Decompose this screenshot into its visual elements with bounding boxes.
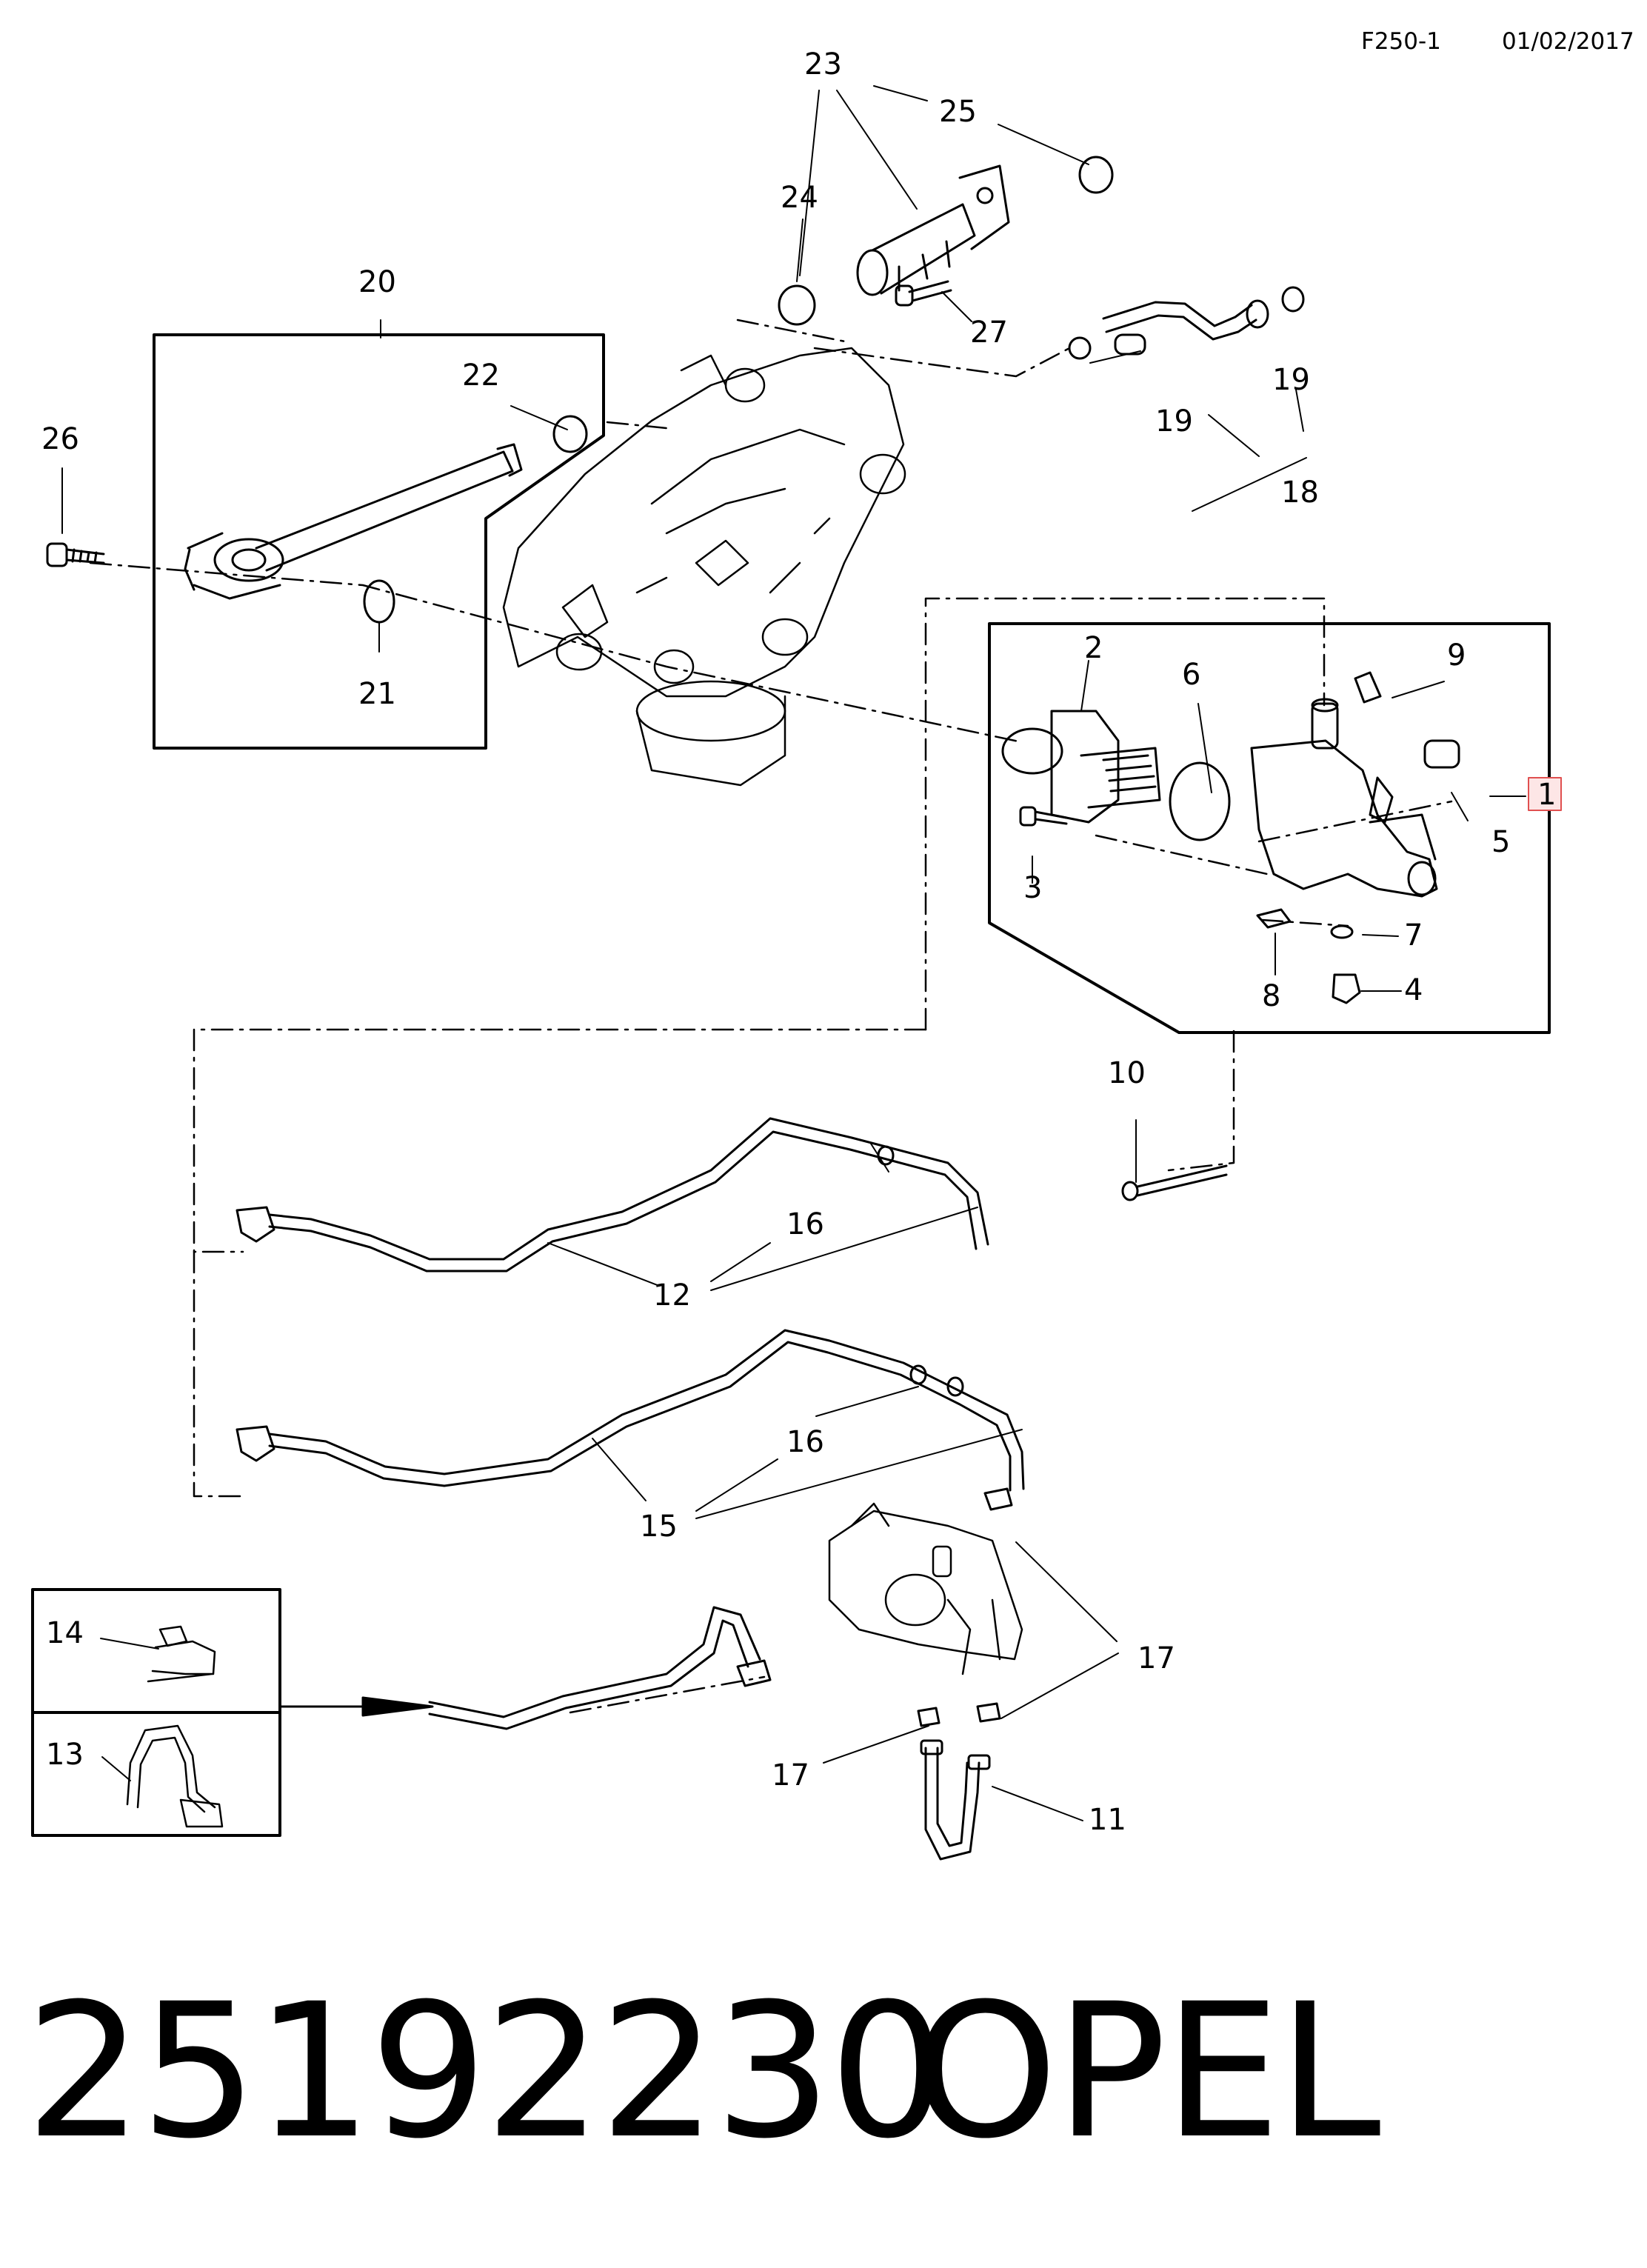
coolant-pipe-23 xyxy=(856,164,1010,296)
bolt-3 xyxy=(1019,806,1068,827)
bolt-27 xyxy=(895,280,952,307)
clip-17-c xyxy=(917,1707,941,1727)
brand-name: OPEL xyxy=(912,1964,1381,2179)
hose-18 xyxy=(1102,299,1269,356)
engine-housing xyxy=(502,347,906,787)
thermostat-housing xyxy=(1250,698,1438,898)
o-ring-22 xyxy=(552,415,588,453)
hose-12 xyxy=(235,1117,989,1273)
callout-22: 22 xyxy=(462,358,500,393)
callout-9: 9 xyxy=(1447,638,1466,673)
hose-13-main xyxy=(428,1606,772,1730)
callout-1-box xyxy=(1528,777,1562,811)
hose-11 xyxy=(920,1739,991,1861)
group-box-20 xyxy=(153,333,605,750)
inset-part-13 xyxy=(126,1724,224,1828)
callout-14: 14 xyxy=(46,1616,84,1650)
callout-23: 23 xyxy=(804,47,842,81)
gasket-8 xyxy=(1256,908,1292,929)
callout-15: 15 xyxy=(640,1510,678,1544)
callout-17b: 17 xyxy=(772,1758,809,1792)
callout-1: 1 xyxy=(1537,778,1556,812)
washer-7 xyxy=(1330,924,1354,939)
callout-19b: 19 xyxy=(1155,404,1193,438)
callout-3: 3 xyxy=(1023,871,1042,905)
callout-24: 24 xyxy=(781,181,818,215)
callout-13: 13 xyxy=(46,1738,84,1772)
bolt-26 xyxy=(46,542,105,567)
callout-27: 27 xyxy=(970,316,1008,350)
hose-15 xyxy=(235,1329,1025,1492)
callout-7: 7 xyxy=(1404,918,1423,953)
o-ring-21 xyxy=(363,579,395,624)
callout-6: 6 xyxy=(1182,658,1200,692)
callout-20: 20 xyxy=(358,265,396,299)
callout-2: 2 xyxy=(1084,631,1103,665)
o-ring-19-left xyxy=(1068,336,1092,360)
callout-5: 5 xyxy=(1491,825,1510,859)
thermostat-2 xyxy=(1001,710,1161,824)
clip-17-a xyxy=(983,1487,1013,1511)
callout-18: 18 xyxy=(1281,476,1319,510)
diagram-date: 01/02/2017 xyxy=(1502,28,1634,55)
callout-11: 11 xyxy=(1089,1803,1126,1837)
arrow-head xyxy=(361,1696,434,1717)
coolant-pump xyxy=(828,1502,1023,1675)
part-number: 25192230 xyxy=(25,1964,946,2179)
nut-4 xyxy=(1332,973,1361,1004)
clip-17-b xyxy=(976,1702,1001,1723)
diagram-code: F250-1 xyxy=(1361,28,1441,55)
callout-16a: 16 xyxy=(786,1207,824,1241)
group-box-13-14 xyxy=(31,1588,281,1837)
callout-25: 25 xyxy=(939,95,977,129)
callout-4: 4 xyxy=(1404,973,1423,1007)
callout-10: 10 xyxy=(1108,1056,1146,1090)
callout-12: 12 xyxy=(653,1278,691,1313)
callout-17a: 17 xyxy=(1137,1641,1175,1675)
group-box-1 xyxy=(988,622,1551,1034)
callout-16b: 16 xyxy=(786,1425,824,1459)
coolant-pipe-20 xyxy=(184,443,523,600)
inset-part-14 xyxy=(147,1625,216,1683)
callout-26: 26 xyxy=(41,422,79,456)
seal-5 xyxy=(1423,739,1460,769)
bolt-10 xyxy=(1121,1164,1228,1201)
callout-19a: 19 xyxy=(1272,363,1310,397)
o-ring-19-right xyxy=(1281,286,1305,313)
o-ring-25 xyxy=(1078,156,1114,194)
o-ring-24 xyxy=(778,284,816,326)
callout-21: 21 xyxy=(358,677,396,711)
seal-9 xyxy=(1354,671,1382,704)
callout-8: 8 xyxy=(1262,979,1280,1013)
gasket-6 xyxy=(1169,761,1231,841)
